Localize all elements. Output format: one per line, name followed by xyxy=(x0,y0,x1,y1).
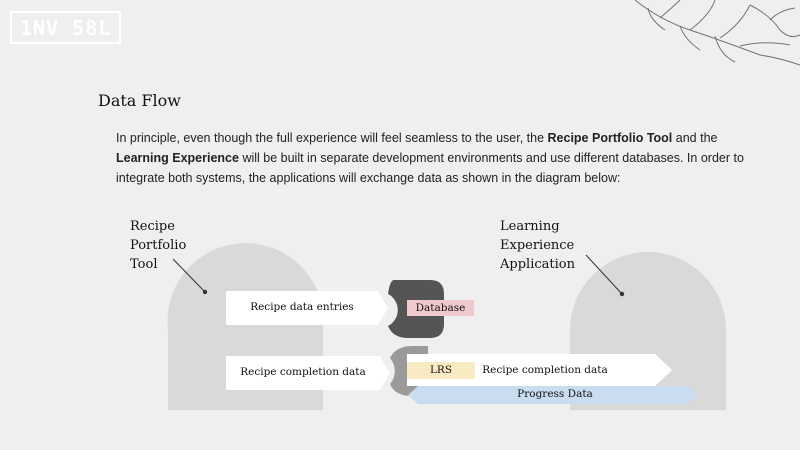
recipe-completion-left-arrow xyxy=(226,356,390,390)
recipe-data-entries-arrow xyxy=(226,291,388,325)
intro-paragraph: In principle, even though the full exper… xyxy=(116,131,744,185)
right-pointer-line xyxy=(585,254,623,295)
database-text: Database xyxy=(415,302,466,314)
recipe-portfolio-tool-emphasis: Recipe Portfolio Tool xyxy=(547,131,673,145)
database-box xyxy=(407,300,474,316)
lrs-text: LRS xyxy=(429,364,453,376)
progress-data-text: Progress Data xyxy=(517,388,593,400)
left-pointer-dot xyxy=(202,289,208,295)
tree-branches-decoration xyxy=(634,0,800,66)
brand-logo: 1NV 58L xyxy=(10,11,122,44)
recipe-completion-right-text: Recipe completion data xyxy=(482,364,608,376)
left-pointer-line xyxy=(172,258,206,293)
page-title: Data Flow xyxy=(98,91,181,110)
right-pointer-dot xyxy=(619,291,625,297)
recipe-data-entries-text: Recipe data entries xyxy=(250,301,354,313)
recipe-completion-left-text: Recipe completion data xyxy=(240,366,366,378)
lrs-box xyxy=(407,362,475,379)
learning-experience-emphasis: Learning Experience xyxy=(116,151,239,165)
progress-data-arrow xyxy=(408,386,698,404)
